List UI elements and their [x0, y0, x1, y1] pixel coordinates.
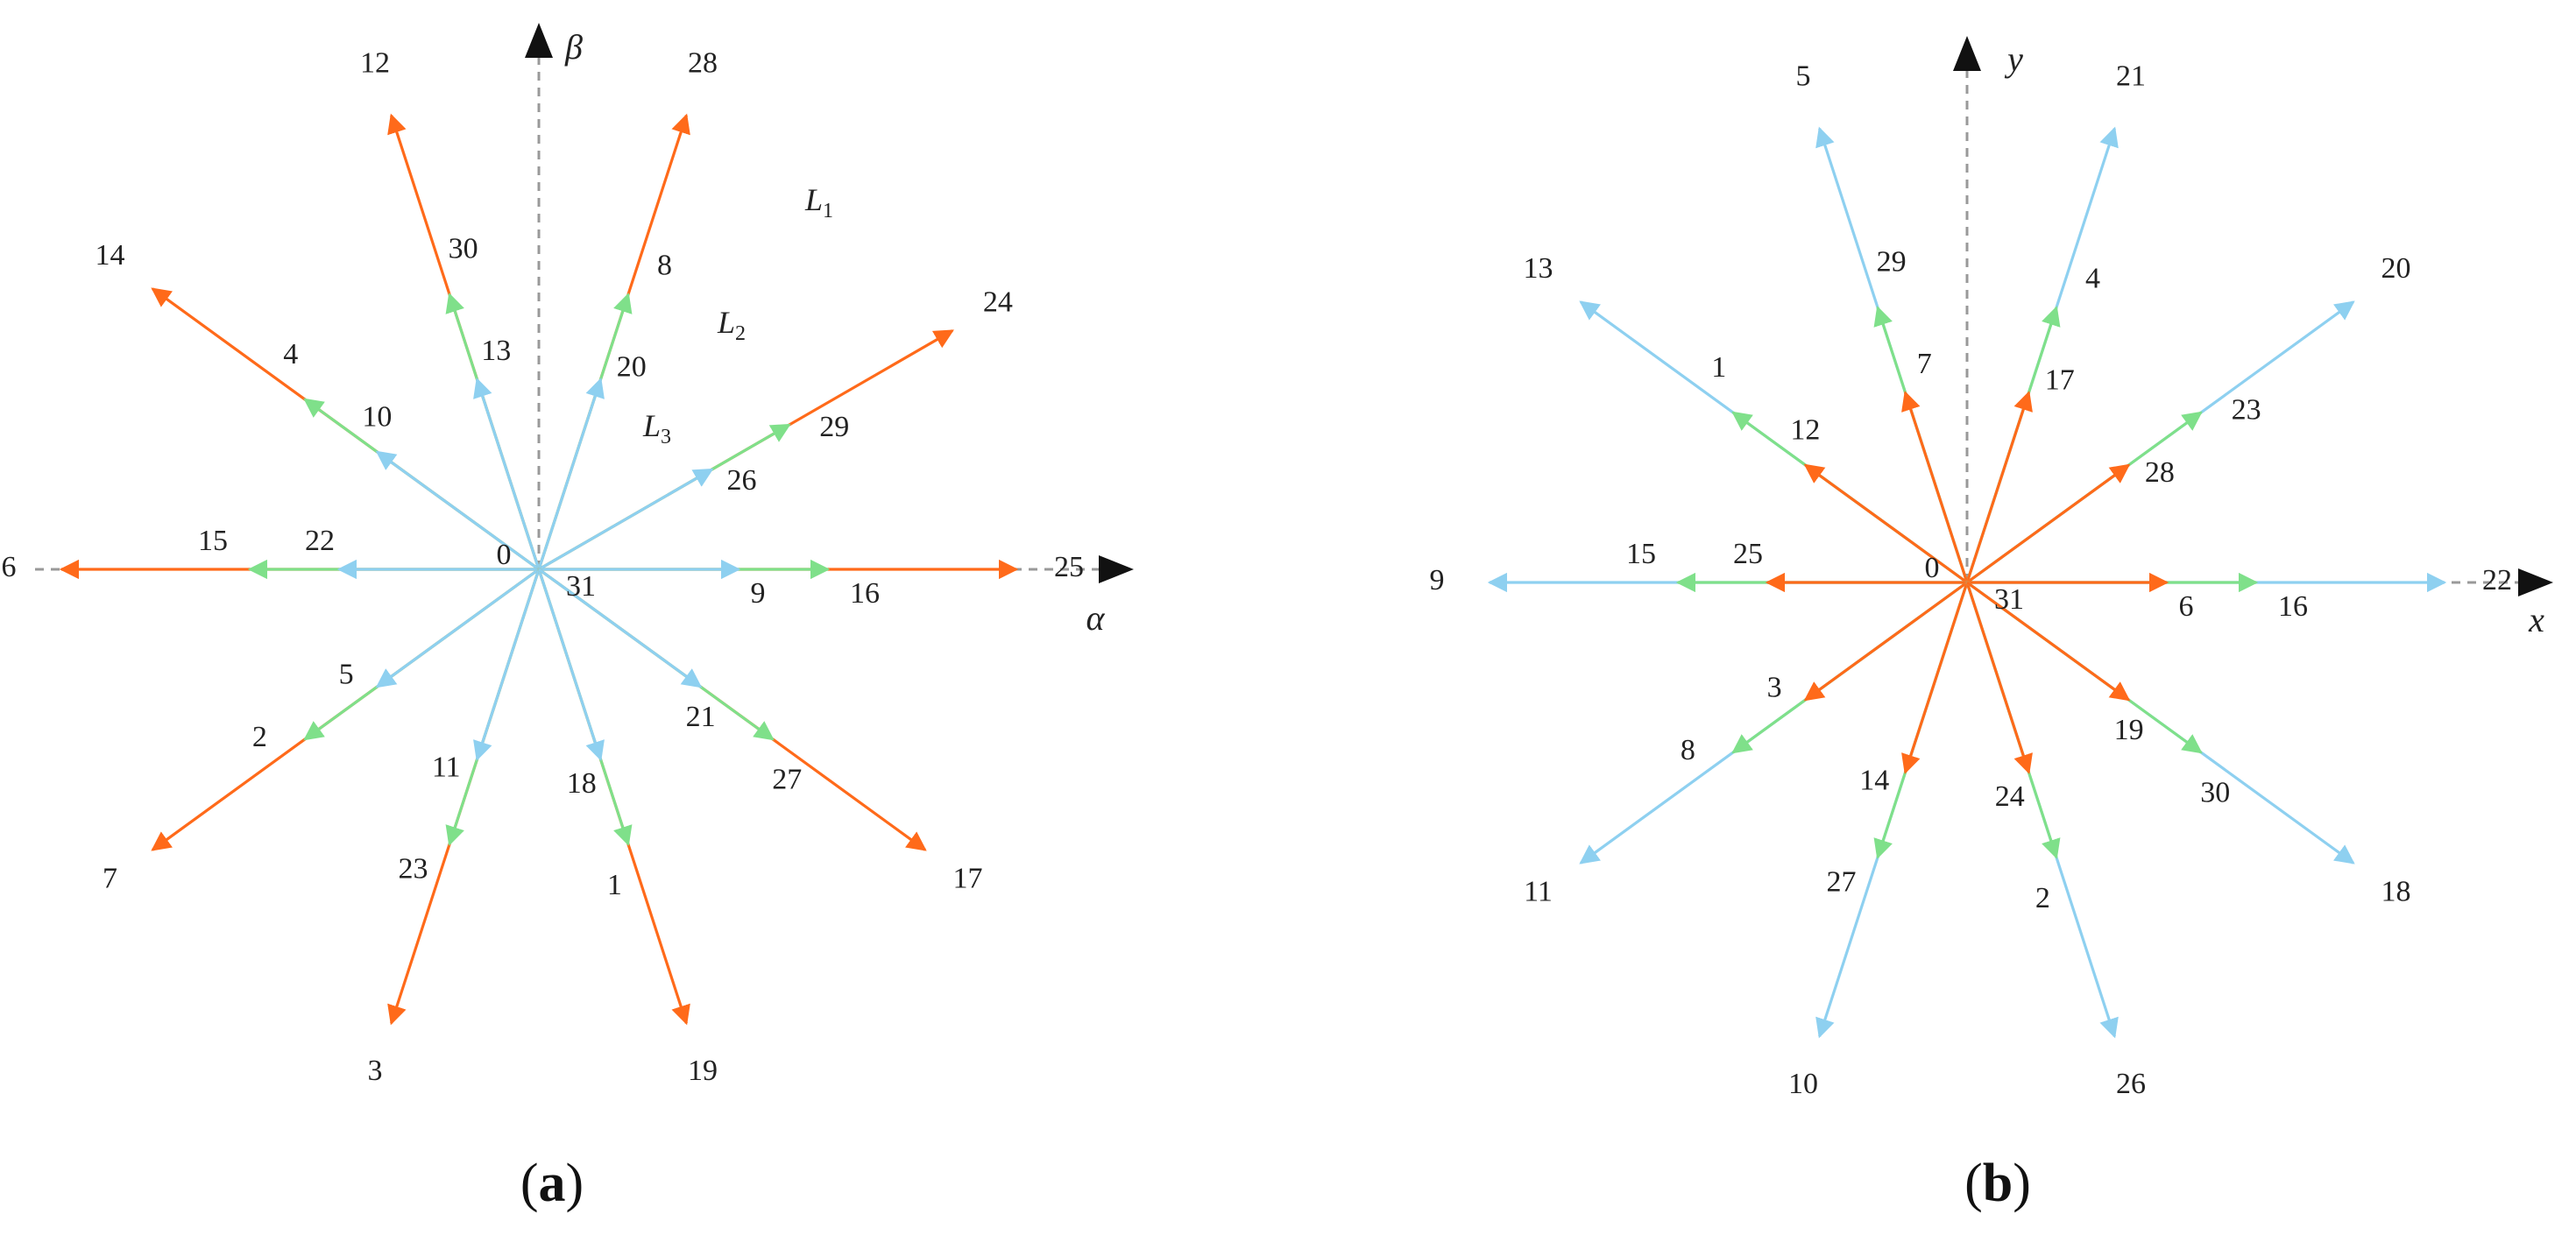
vector-label: 6 — [2, 551, 17, 583]
panel-a-axes — [35, 23, 1134, 583]
vector-inner-20 — [537, 378, 605, 570]
vector-label: 18 — [2381, 875, 2411, 907]
vector-label: 23 — [2232, 393, 2261, 426]
vector-inner-24 — [1965, 582, 2033, 774]
vector-label: 7 — [1917, 348, 1932, 380]
y-axis-label: β — [564, 27, 583, 67]
panel-a-vectors — [59, 113, 1019, 1026]
vector-label: 27 — [1827, 865, 1857, 898]
origin-label-thirtyone: 31 — [1994, 583, 2024, 616]
vector-label: 7 — [103, 862, 117, 894]
vector-label: 22 — [2482, 564, 2512, 596]
vector-label: 16 — [2278, 590, 2308, 623]
vector-label: 8 — [1681, 734, 1695, 766]
vector-label: 5 — [1796, 60, 1811, 92]
x-axis-label: α — [1086, 598, 1106, 638]
vector-label: 30 — [2200, 777, 2230, 809]
vector-inner-12 — [1803, 463, 1968, 584]
vector-label: 14 — [1859, 764, 1889, 796]
vector-label: 23 — [399, 852, 428, 885]
vector-label: 13 — [1524, 252, 1553, 285]
vector-label: 24 — [1995, 780, 2025, 813]
vector-label: 14 — [96, 239, 125, 272]
vector-label: 21 — [686, 701, 716, 733]
vector-label: 4 — [2085, 262, 2100, 294]
vector-label: 15 — [198, 525, 228, 557]
vector-label: 18 — [567, 767, 597, 800]
vector-label: 1 — [1711, 351, 1726, 384]
vector-label: 27 — [772, 764, 802, 796]
vector-label: 9 — [751, 577, 766, 610]
vector-label: 12 — [360, 46, 390, 79]
vector-inner-5 — [375, 568, 540, 688]
vector-label: 6 — [2179, 590, 2194, 623]
vector-inner-13 — [473, 378, 541, 570]
vector-inner-3 — [1803, 581, 1968, 702]
vector-label: 1 — [607, 869, 622, 901]
vector-label: 3 — [1767, 671, 1782, 703]
vector-label: 30 — [449, 233, 478, 265]
vector-label: 16 — [850, 577, 880, 610]
vector-label: 19 — [688, 1055, 718, 1087]
panel-b-vectors — [1487, 126, 2447, 1039]
vector-label: 17 — [2045, 363, 2075, 396]
vector-label: 28 — [688, 46, 718, 79]
vector-label: 13 — [481, 335, 511, 367]
vector-label: 11 — [432, 751, 461, 783]
vector-label: 21 — [2116, 60, 2146, 92]
vector-inner-11 — [473, 568, 541, 761]
vector-label: 29 — [1877, 246, 1907, 279]
vector-inner-7 — [1901, 391, 1969, 583]
vector-label: 25 — [1054, 551, 1084, 583]
vector-label: 15 — [1626, 538, 1656, 570]
panel-b-axes — [1490, 36, 2553, 596]
vector-label: 20 — [617, 350, 647, 383]
vector-label: 4 — [283, 338, 298, 370]
vector-inner-14 — [1901, 582, 1969, 774]
vector-label: 9 — [1430, 564, 1445, 596]
vector-label: 2 — [252, 721, 267, 753]
vector-label: 19 — [2114, 714, 2144, 746]
vector-inner-26 — [538, 468, 714, 571]
vector-label: 26 — [2116, 1068, 2146, 1100]
y-axis-label: y — [2004, 39, 2023, 79]
vector-label: 17 — [953, 862, 983, 894]
layer-label: L2 — [717, 305, 746, 344]
origin-label-zero: 0 — [497, 539, 512, 571]
vector-label: 25 — [1733, 538, 1763, 570]
vector-inner-17 — [1965, 391, 2033, 583]
origin-label-thirtyone: 31 — [566, 570, 596, 603]
vector-inner-28 — [1966, 463, 2131, 584]
vector-label: 20 — [2381, 252, 2411, 285]
vector-label: 10 — [362, 401, 392, 434]
layer-label: L3 — [642, 408, 671, 448]
panel-a-caption: (a) — [520, 1154, 584, 1213]
vector-label: 11 — [1524, 875, 1553, 907]
vector-inner-18 — [537, 568, 605, 761]
origin-label-zero: 0 — [1925, 552, 1940, 584]
vector-label: 22 — [305, 525, 335, 557]
vector-inner-21 — [538, 568, 703, 688]
vector-label: 28 — [2145, 456, 2175, 489]
panel-b-caption: (b) — [1964, 1154, 2031, 1213]
vector-inner-10 — [375, 450, 540, 571]
x-axis-label: x — [2528, 600, 2544, 639]
vector-label: 5 — [339, 658, 354, 690]
vector-label: 8 — [657, 249, 672, 281]
vector-label: 26 — [727, 464, 757, 497]
vector-label: 10 — [1788, 1068, 1818, 1100]
vector-inner-19 — [1966, 581, 2131, 702]
vector-label: 12 — [1790, 414, 1820, 447]
vector-label: 29 — [819, 411, 849, 443]
layer-label: L1 — [804, 182, 833, 222]
vector-label: 3 — [368, 1055, 383, 1087]
vector-label: 2 — [2035, 882, 2050, 914]
vector-label: 24 — [983, 286, 1013, 318]
